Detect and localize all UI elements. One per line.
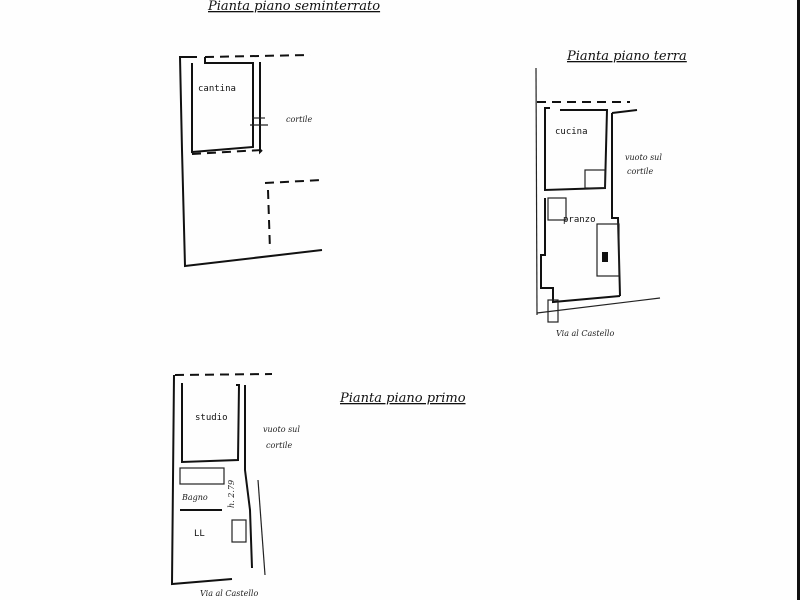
room-cantina: cantina [198,84,236,94]
room-studio: studio [195,413,228,423]
height-annotation: h. 2.79 [227,480,236,508]
room-letto: LL [194,529,205,539]
room-cortile-seminterrato: cortile [286,115,312,124]
street-terra: Via al Castello [556,329,614,338]
plan-seminterrato: Pianta piano seminterrato cantina cortil… [178,0,380,268]
plan-primo: Pianta piano primo studio vuoto sul cort… [170,373,466,598]
room-cucina: cucina [555,127,588,137]
title-seminterrato: Pianta piano seminterrato [207,0,380,14]
room-pranzo: pranzo [563,215,596,225]
room-cortile-primo: cortile [266,441,292,450]
room-vuoto-primo: vuoto sul [263,425,300,434]
title-primo: Pianta piano primo [339,391,466,406]
street-primo: Via al Castello [200,589,258,598]
room-cortile-terra: cortile [627,167,653,176]
plan-terra: Pianta piano terra cucina vuoto sul cort… [535,49,687,338]
room-vuoto-terra: vuoto sul [625,153,662,162]
room-bagno: Bagno [181,493,208,502]
scan-edge [797,0,800,600]
title-terra: Pianta piano terra [566,49,687,64]
